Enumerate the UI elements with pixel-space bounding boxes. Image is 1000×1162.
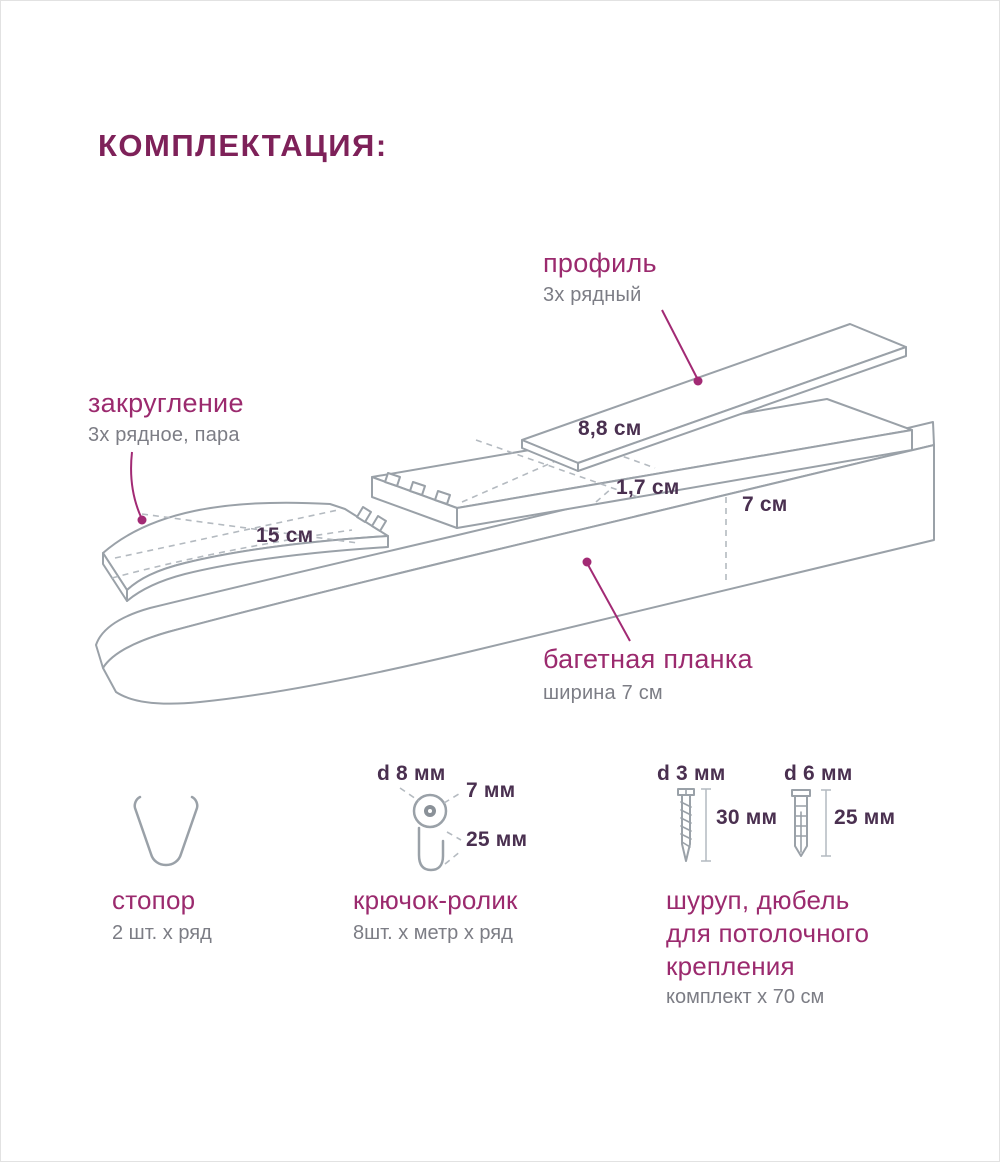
rounding-subtitle: 3х рядное, пара [88,424,240,446]
rounding-label: закругление [88,388,244,418]
baguette-label: багетная планка [543,644,753,674]
hook-roller-label: крючок-ролик [353,885,518,915]
dim-profile-thickness: 1,7 см [616,476,680,499]
baguette-subtitle: ширина 7 см [543,682,663,704]
dim-hook-top: 7 мм [466,779,516,802]
dim-dowel-length: 25 мм [834,806,896,829]
hook-roller-icon [399,787,463,872]
stopper-icon [133,795,199,867]
dim-hook-height: 25 мм [466,828,528,851]
profile-label: профиль [543,248,657,278]
screw-icon [677,788,711,862]
dim-hook-diameter: d 8 мм [377,762,446,785]
baguette-drawing [95,421,935,705]
dim-dowel-diameter: d 6 мм [784,762,853,785]
screw-dowel-label: шуруп, дюбель для потолочного крепления [666,885,870,981]
profile-subtitle: 3х рядный [543,284,642,306]
dim-screw-length: 30 мм [716,806,778,829]
stopper-label: стопор [112,885,196,915]
dim-rounding-size: 15 см [256,524,314,547]
rounding-drawing [102,501,389,602]
page-title: КОМПЛЕКТАЦИЯ: [98,128,388,163]
dim-profile-width: 8,8 см [578,417,642,440]
profile-top-drawing [521,323,907,472]
stopper-qty: 2 шт. х ряд [112,922,212,944]
dim-screw-diameter: d 3 мм [657,762,726,785]
hook-roller-qty: 8шт. х метр х ряд [353,922,513,944]
leader-lines [130,309,703,642]
screw-dowel-qty: комплект х 70 см [666,986,825,1008]
dowel-icon [791,789,831,857]
profile-bar-drawing [371,398,913,529]
dim-baguette-height: 7 см [742,493,788,516]
